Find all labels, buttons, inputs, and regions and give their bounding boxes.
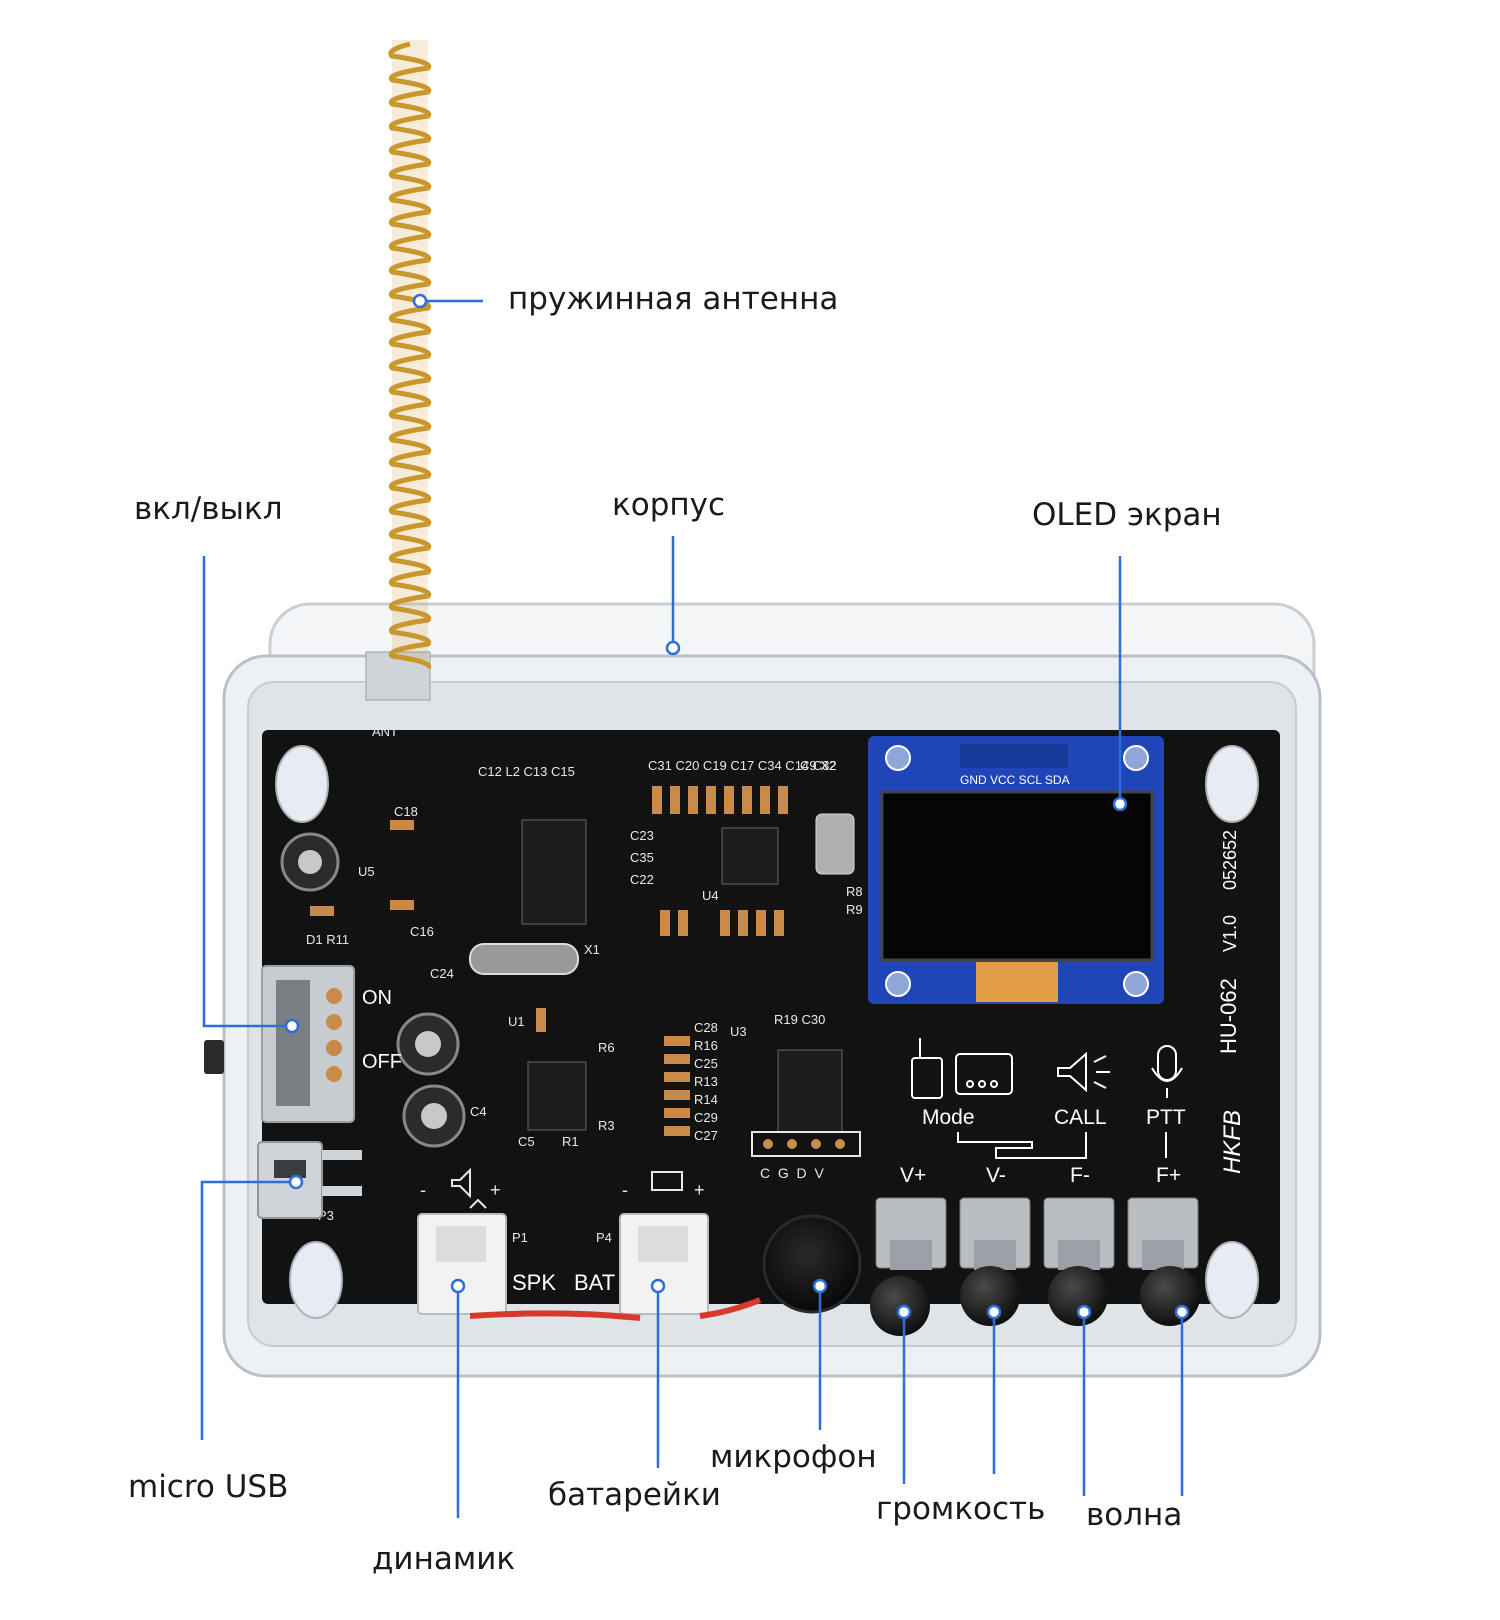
svg-text:C5: C5 [518,1134,535,1149]
svg-text:R3: R3 [598,1118,615,1133]
btn-vminus-label: V- [986,1164,1006,1187]
mic-header [751,1131,861,1157]
frequency-down-button[interactable] [1043,1197,1115,1326]
svg-text:+: + [694,1180,705,1200]
callout-power-switch: вкл/выкл [134,491,283,527]
ptt-label: PTT [1146,1106,1186,1129]
svg-text:-: - [622,1180,628,1200]
svg-text:R9: R9 [846,902,863,917]
svg-text:D1 R11: D1 R11 [306,932,349,947]
mode-label: Mode [922,1106,975,1129]
svg-text:R13: R13 [694,1074,718,1089]
svg-text:R8: R8 [846,884,863,899]
leader-dots [284,293,1190,1320]
svg-text:C27: C27 [694,1128,718,1143]
svg-text:P1: P1 [512,1230,528,1245]
leader-lines [200,299,1184,1518]
svg-text:C9 X2: C9 X2 [800,758,836,773]
pcb-board: C12 L2 C13 C15 C31 C20 C19 C17 C34 C14 C… [204,724,1280,1336]
version-label: V1.0 [1220,915,1240,952]
ptt-mic-icon [1151,1045,1183,1098]
callout-wave: волна [1086,1497,1183,1533]
call-speaker-icon [1057,1051,1110,1093]
spk-label: SPK [512,1270,556,1295]
oled-module [868,736,1164,1004]
callout-battery: батарейки [548,1477,721,1513]
svg-text:R6: R6 [598,1040,615,1055]
svg-text:C29: C29 [694,1110,718,1125]
btn-fminus-label: F- [1070,1164,1090,1187]
btn-fplus-label: F+ [1156,1164,1181,1187]
bat-label: BAT [574,1270,615,1295]
call-label: CALL [1054,1106,1107,1129]
svg-text:U4: U4 [702,888,719,903]
battery-connector[interactable]: - + [619,1171,709,1315]
svg-text:U5: U5 [358,864,375,879]
svg-text:+: + [490,1180,501,1200]
svg-text:X1: X1 [584,942,600,957]
power-switch[interactable] [204,965,355,1123]
btn-vplus-label: V+ [900,1164,926,1187]
callout-antenna: пружинная антенна [508,281,839,317]
svg-text:C16: C16 [410,924,434,939]
svg-text:C12 L2 C13 C15: C12 L2 C13 C15 [478,764,575,779]
mic-pins-label: C G D V [760,1165,824,1181]
mode-radio-icon [911,1038,1013,1099]
svg-text:C24: C24 [430,966,454,981]
svg-text:U3: U3 [730,1024,747,1039]
spring-antenna [365,40,432,701]
switch-on-label: ON [362,987,392,1009]
svg-text:C28: C28 [694,1020,718,1035]
callout-micro-usb: micro USB [128,1469,289,1505]
svg-text:C18: C18 [394,804,418,819]
speaker-connector[interactable]: - + [417,1167,507,1315]
svg-text:C4: C4 [470,1104,487,1119]
volume-down-button[interactable] [959,1197,1031,1326]
callout-volume: громкость [876,1491,1046,1527]
ant-label: ANT [372,724,398,739]
svg-text:-: - [420,1180,426,1200]
microphone-capsule [762,1214,862,1314]
svg-text:R1: R1 [562,1134,579,1149]
oled-pins-label: GND VCC SCL SDA [960,773,1070,787]
signature-label: HKFB [1219,1110,1246,1174]
svg-text:C25: C25 [694,1056,718,1071]
callout-case: корпус [612,487,726,523]
svg-text:U1: U1 [508,1014,525,1029]
svg-text:C22: C22 [630,872,654,887]
svg-text:C31 C20 C19 C17 C34 C14 C32: C31 C20 C19 C17 C34 C14 C32 [648,758,837,773]
model-label: HU-062 [1216,978,1241,1054]
svg-text:P4: P4 [596,1230,612,1245]
svg-text:R19 C30: R19 C30 [774,1012,825,1027]
callout-oled: OLED экран [1032,497,1222,533]
svg-text:R16: R16 [694,1038,718,1053]
callout-speaker: динамик [372,1541,516,1577]
svg-text:C35: C35 [630,850,654,865]
callout-microphone: микрофон [710,1439,877,1475]
switch-off-label: OFF [362,1051,402,1073]
svg-text:R14: R14 [694,1092,718,1107]
svg-text:C23: C23 [630,828,654,843]
serial-label: 052652 [1220,830,1240,890]
